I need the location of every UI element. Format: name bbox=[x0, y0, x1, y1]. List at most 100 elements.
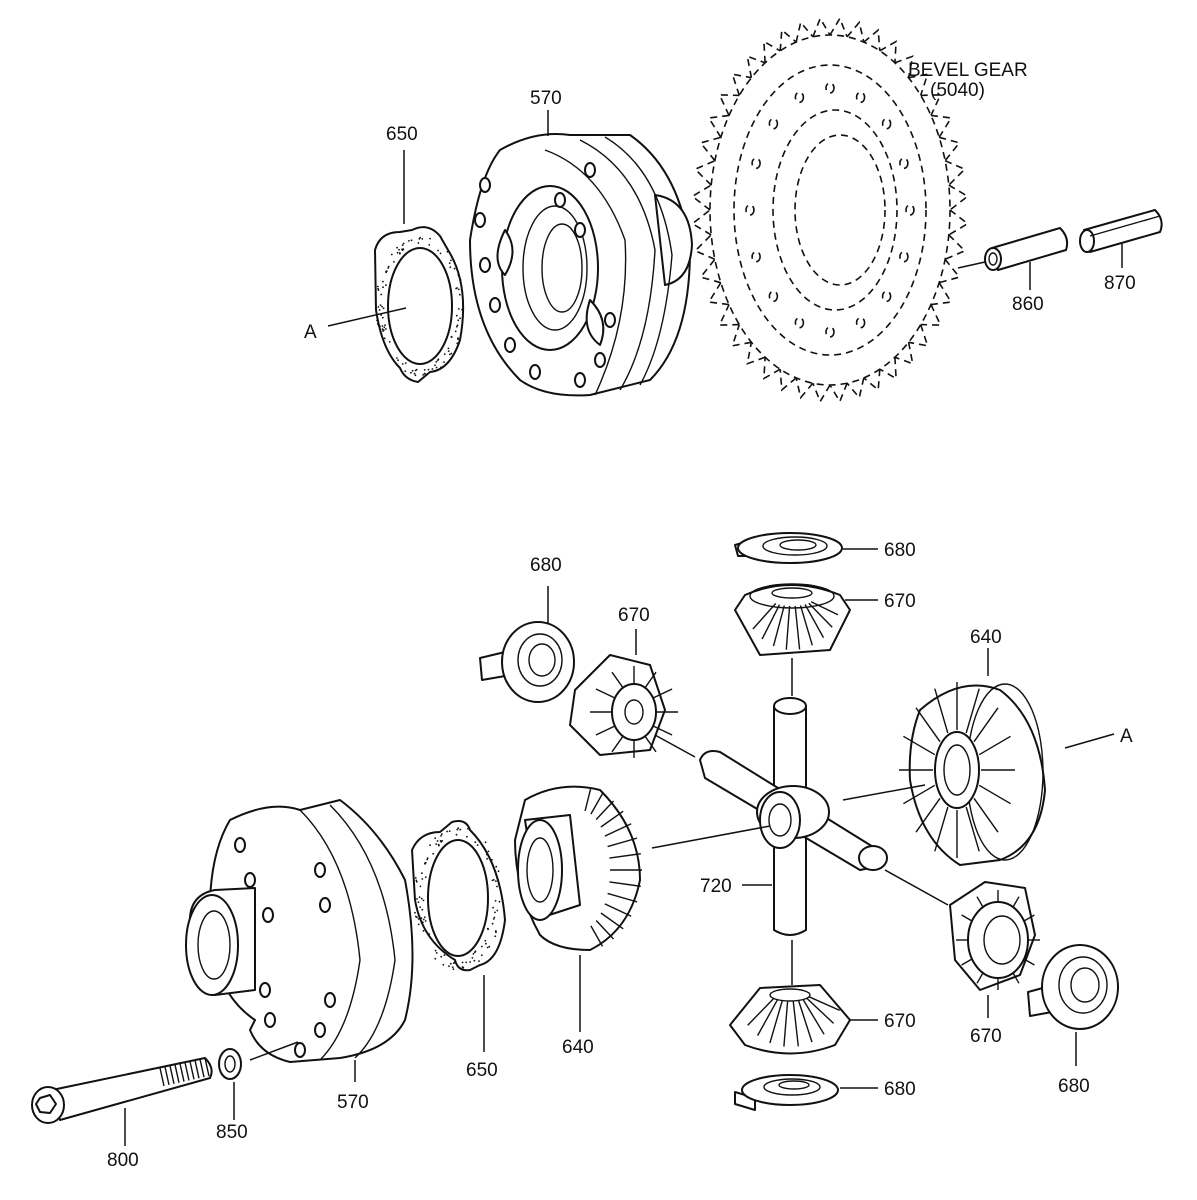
gear-tooth-edge bbox=[769, 1000, 783, 1044]
gasket-texture-dot bbox=[435, 952, 438, 954]
gasket-texture-dot bbox=[401, 363, 404, 365]
gasket-texture-dot bbox=[449, 266, 452, 268]
gasket-texture-dot bbox=[411, 369, 414, 372]
gasket-texture-dot bbox=[417, 901, 420, 903]
socket-head-bolt-800 bbox=[31, 1057, 213, 1124]
bevel-gear-tooth bbox=[908, 73, 929, 96]
gasket-texture-dot bbox=[461, 966, 464, 968]
gasket-texture-dot bbox=[448, 830, 451, 832]
gasket-texture-dot bbox=[402, 242, 405, 245]
gear-tooth-edge bbox=[609, 853, 641, 859]
gasket-texture-dot bbox=[461, 308, 463, 311]
gasket-texture-dot bbox=[453, 267, 456, 270]
gasket-texture-dot bbox=[388, 341, 391, 343]
gasket-texture-dot bbox=[429, 237, 431, 240]
case-bolt-hole bbox=[259, 982, 271, 998]
gasket-texture-dot bbox=[496, 909, 499, 912]
gasket-texture-dot bbox=[440, 835, 442, 837]
gasket-texture-dot bbox=[419, 906, 422, 908]
pinion-gear-670-bottom bbox=[729, 984, 851, 1055]
gasket-texture-dot bbox=[422, 918, 425, 921]
bevel-gear-bolt-hole bbox=[745, 204, 755, 216]
gasket-texture-dot bbox=[404, 362, 407, 364]
gear-tooth-edge bbox=[652, 688, 673, 699]
bevel-gear-tooth bbox=[718, 304, 740, 326]
gasket-texture-dot bbox=[480, 954, 483, 957]
gear-tooth-edge bbox=[903, 735, 936, 756]
gasket-texture-dot bbox=[379, 330, 382, 333]
gasket-texture-dot bbox=[380, 293, 383, 296]
gear-tooth-edge bbox=[915, 797, 941, 833]
case-bolt-hole bbox=[594, 352, 606, 368]
gear-tooth-edge bbox=[973, 707, 999, 743]
thrust-washer-680-top bbox=[734, 532, 843, 564]
bevel-gear-tooth bbox=[948, 209, 970, 236]
bevel-gear-tooth bbox=[894, 55, 914, 78]
case-bolt-hole bbox=[604, 312, 616, 328]
gasket-texture-dot bbox=[420, 917, 423, 920]
gasket-texture-dot bbox=[457, 274, 460, 277]
gasket-texture-dot bbox=[443, 353, 446, 355]
gasket-texture-dot bbox=[458, 293, 461, 296]
gasket-texture-dot bbox=[493, 916, 496, 919]
gasket-texture-dot bbox=[424, 862, 426, 865]
bevel-gear-tooth bbox=[718, 94, 740, 116]
gasket-texture-dot bbox=[484, 841, 487, 844]
gasket-texture-dot bbox=[410, 239, 413, 242]
gasket-texture-dot bbox=[455, 314, 458, 317]
thrust-washer-680-bottom bbox=[734, 1074, 839, 1111]
case-bolt-hole bbox=[314, 862, 326, 878]
bevel-gear-tooth bbox=[829, 16, 848, 38]
gasket-texture-dot bbox=[485, 942, 487, 945]
case-bolt-hole bbox=[479, 177, 491, 193]
case-bolt-hole bbox=[319, 897, 331, 913]
gasket-texture-dot bbox=[456, 342, 459, 345]
gasket-texture-dot bbox=[450, 352, 453, 355]
bevel-gear-tooth bbox=[846, 377, 865, 400]
gasket-texture-dot bbox=[410, 371, 412, 374]
gear-tooth-edge bbox=[604, 903, 632, 917]
gear-tooth-edge bbox=[802, 999, 825, 1035]
gear-tooth-edge bbox=[611, 735, 624, 753]
gasket-texture-dot bbox=[383, 326, 386, 329]
gear-tooth-edge bbox=[804, 604, 825, 639]
case-bolt-hole bbox=[324, 992, 336, 1008]
label-850: 850 bbox=[216, 1122, 248, 1143]
case-bolt-hole bbox=[489, 297, 501, 313]
bevel-gear-tooth bbox=[731, 324, 752, 347]
gasket-texture-dot bbox=[434, 364, 436, 367]
bevel-gear-bolt-hole bbox=[905, 204, 915, 216]
bevel-gear-tooth bbox=[920, 94, 942, 116]
gasket-texture-dot bbox=[381, 328, 384, 330]
bevel-gear-tooth bbox=[763, 40, 781, 63]
case-bolt-hole bbox=[504, 337, 516, 353]
pinion-gear-670-top bbox=[734, 583, 851, 656]
gasket-texture-dot bbox=[467, 827, 469, 830]
side-gear-640-right bbox=[899, 682, 1046, 866]
washer-850 bbox=[218, 1048, 242, 1080]
gasket-texture-dot bbox=[398, 248, 400, 251]
gear-tooth-edge bbox=[976, 896, 984, 908]
gasket-texture-dot bbox=[378, 309, 381, 311]
bolt-thread-line bbox=[164, 1066, 170, 1086]
gasket-texture-dot bbox=[427, 368, 430, 371]
case-bolt-hole bbox=[474, 212, 486, 228]
bevel-gear-tooth bbox=[795, 377, 814, 400]
gasket-texture-dot bbox=[494, 935, 497, 938]
case-bolt-hole bbox=[264, 1012, 276, 1028]
gasket-texture-dot bbox=[382, 307, 385, 310]
gasket-texture-dot bbox=[417, 242, 420, 244]
gasket-texture-dot bbox=[376, 323, 379, 325]
gasket-texture-dot bbox=[491, 922, 494, 925]
gasket-texture-dot bbox=[472, 953, 475, 955]
gasket-texture-dot bbox=[381, 305, 383, 308]
gasket-texture-dot bbox=[416, 898, 418, 900]
bevel-gear-tooth bbox=[930, 282, 953, 306]
gasket-texture-dot bbox=[448, 262, 451, 264]
gear-tooth-edge bbox=[915, 707, 941, 743]
case-bolt-hole bbox=[529, 364, 541, 380]
differential-case-570-lower bbox=[185, 799, 414, 1063]
gasket-texture-dot bbox=[494, 900, 497, 902]
gasket-texture-dot bbox=[414, 369, 417, 372]
case-bolt-hole bbox=[479, 257, 491, 273]
